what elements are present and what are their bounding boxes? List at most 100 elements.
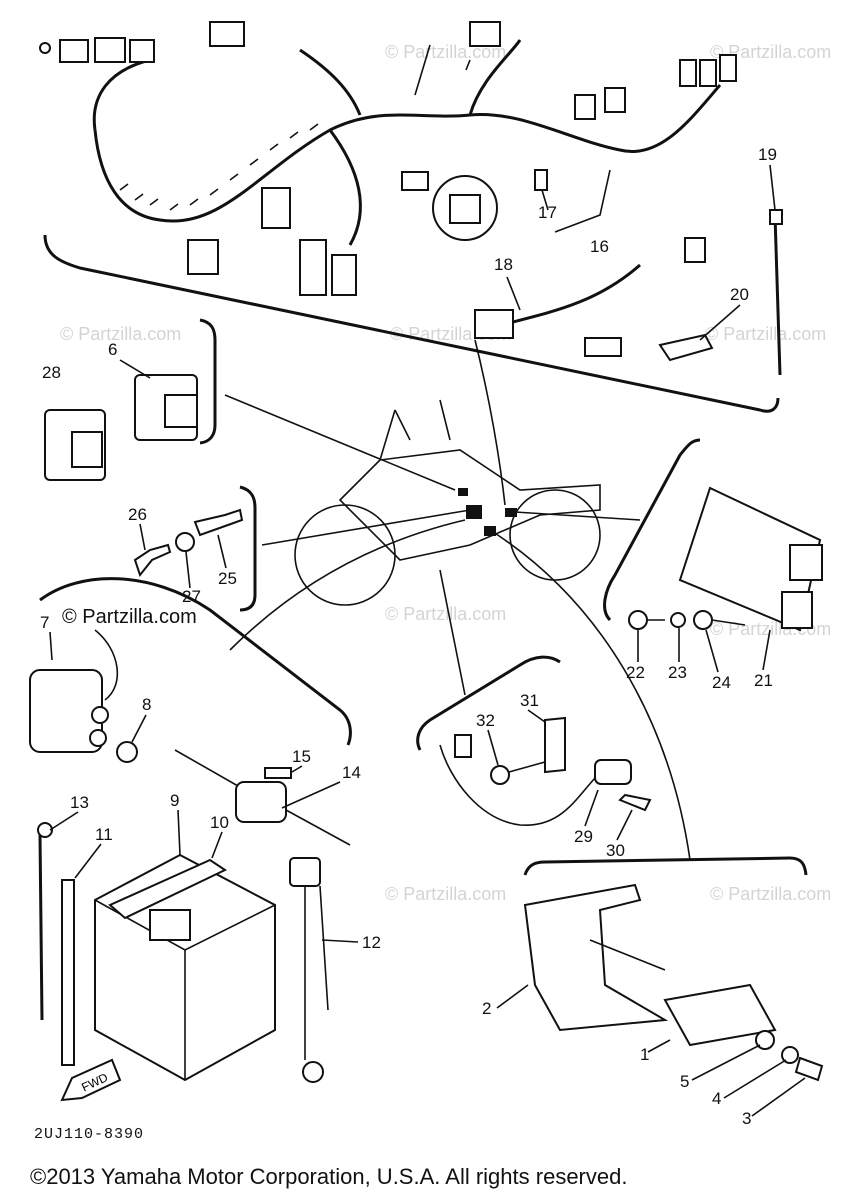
callout-16: 16 (590, 237, 609, 256)
connector (59, 39, 89, 63)
drawing-code: 2UJ110-8390 (34, 1126, 145, 1143)
callout-25: 25 (218, 569, 237, 588)
callout-17: 17 (538, 203, 557, 222)
component-marker (466, 505, 482, 519)
callout-10: 10 (210, 813, 229, 832)
callout-7: 7 (40, 613, 49, 632)
callout-5: 5 (680, 1072, 689, 1091)
cable-12-cover (289, 857, 321, 887)
callout-32: 32 (476, 711, 495, 730)
callout-15: 15 (292, 747, 311, 766)
callout-31: 31 (520, 691, 539, 710)
bolt-25 (193, 508, 244, 537)
callout-13: 13 (70, 793, 89, 812)
connector (129, 39, 155, 63)
watermark: © Partzilla.com (710, 42, 831, 62)
wire-harness (39, 21, 737, 296)
cable-11 (61, 879, 75, 1066)
watermark: © Partzilla.com (385, 884, 506, 904)
washer-27 (175, 532, 195, 552)
connector (684, 237, 706, 263)
relay-6-socket (164, 394, 198, 428)
sensor-29 (594, 759, 632, 785)
band-19 (769, 209, 783, 225)
battery-terminal (149, 909, 191, 941)
callout-9: 9 (170, 791, 179, 810)
callout-26: 26 (128, 505, 147, 524)
terminal (91, 706, 109, 724)
connector (299, 239, 327, 296)
leader-lines (224, 339, 691, 861)
parts (29, 209, 824, 1083)
connector (449, 194, 481, 224)
connector (469, 21, 501, 47)
clamp-20 (658, 333, 714, 362)
watermark: © Partzilla.com (705, 324, 826, 344)
bracket-31 (544, 716, 566, 774)
callout-2: 2 (482, 999, 491, 1018)
callout-3: 3 (742, 1109, 751, 1128)
callout-22: 22 (626, 663, 645, 682)
callout-numbers: 1 2 3 4 5 6 7 8 9 10 11 12 13 14 15 16 1… (40, 145, 806, 1128)
callout-29: 29 (574, 827, 593, 846)
callout-1: 1 (640, 1045, 649, 1064)
callout-30: 30 (606, 841, 625, 860)
callout-11: 11 (95, 825, 113, 844)
group-brackets (39, 169, 808, 876)
washer-24 (693, 610, 713, 630)
callout-19: 19 (758, 145, 777, 164)
bolt-22 (628, 610, 648, 630)
bracket-26 (133, 543, 172, 578)
component-marker (505, 508, 517, 517)
ignitor-socket (789, 544, 823, 581)
connector (261, 187, 291, 229)
fuse (534, 169, 548, 191)
watermarks: © Partzilla.com © Partzilla.com © Partzi… (60, 42, 831, 904)
watermark: © Partzilla.com (710, 884, 831, 904)
callout-4: 4 (712, 1089, 721, 1108)
nut-8 (116, 741, 138, 763)
connector (331, 254, 357, 296)
cover-2 (523, 883, 669, 1032)
terminal (302, 1061, 324, 1083)
callout-8: 8 (142, 695, 151, 714)
connector (604, 87, 626, 113)
connector (699, 59, 717, 87)
terminal (89, 729, 107, 747)
sub-harness-18 (474, 309, 514, 339)
terminal (39, 42, 51, 54)
ignitor-socket (781, 591, 813, 629)
watermark: © Partzilla.com (385, 604, 506, 624)
switch-14 (235, 781, 287, 823)
connector (401, 171, 429, 191)
relay-28-socket (71, 431, 103, 468)
terminal (37, 822, 53, 838)
callout-6: 6 (108, 340, 117, 359)
callout-28: 28 (42, 363, 61, 382)
partzilla-watermark: © Partzilla.com (62, 606, 197, 628)
connector (94, 37, 126, 63)
callout-14: 14 (342, 763, 361, 782)
copyright-notice: ©2013 Yamaha Motor Corporation, U.S.A. A… (30, 1164, 628, 1189)
connector (719, 54, 737, 82)
washer-4 (781, 1046, 799, 1064)
connector (584, 337, 622, 357)
connector (574, 94, 596, 120)
washer-5 (755, 1030, 775, 1050)
screw-30 (618, 793, 652, 812)
component-marker (484, 526, 496, 536)
callout-27: 27 (182, 587, 201, 606)
callout-24: 24 (712, 673, 731, 692)
callout-21: 21 (754, 671, 773, 690)
rectifier-1 (663, 983, 777, 1047)
screw-32 (490, 765, 510, 785)
watermark: © Partzilla.com (60, 324, 181, 344)
connector (209, 21, 245, 47)
callout-18: 18 (494, 255, 513, 274)
washer-23 (670, 612, 686, 628)
battery-band-10 (108, 858, 228, 920)
component-marker (458, 488, 468, 496)
connector (679, 59, 697, 87)
fuse-15 (264, 767, 292, 779)
